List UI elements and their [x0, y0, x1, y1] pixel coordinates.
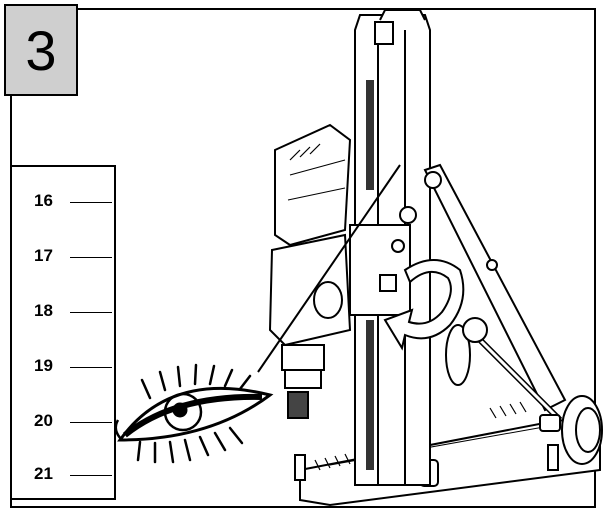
core-drill-motor — [268, 123, 352, 419]
rotation-arrow-icon — [383, 259, 465, 351]
scale-tick-line — [70, 475, 112, 476]
stand-wheel — [561, 395, 603, 465]
scale-tick-line — [70, 257, 112, 258]
drill-carriage — [349, 206, 417, 316]
scale-tick-label: 18 — [34, 301, 53, 320]
step-number: 3 — [25, 18, 57, 82]
feed-handle — [445, 317, 563, 432]
scale-tick-line — [70, 202, 112, 203]
scale-tick-label: 20 — [34, 411, 53, 430]
stand-strut — [423, 163, 567, 412]
scale-tick-label: 17 — [34, 246, 53, 265]
scale-tick-line — [70, 422, 112, 423]
step-number-box: 3 — [4, 4, 78, 96]
scale-tick-label: 16 — [34, 191, 53, 210]
depth-scale: 16 17 18 19 20 21 — [10, 165, 116, 500]
eye-icon — [114, 363, 274, 464]
scale-tick-line — [70, 312, 112, 313]
scale-tick-label: 21 — [34, 464, 53, 483]
scale-tick-label: 19 — [34, 356, 53, 375]
sight-line — [257, 164, 401, 373]
scale-tick-line — [70, 367, 112, 368]
